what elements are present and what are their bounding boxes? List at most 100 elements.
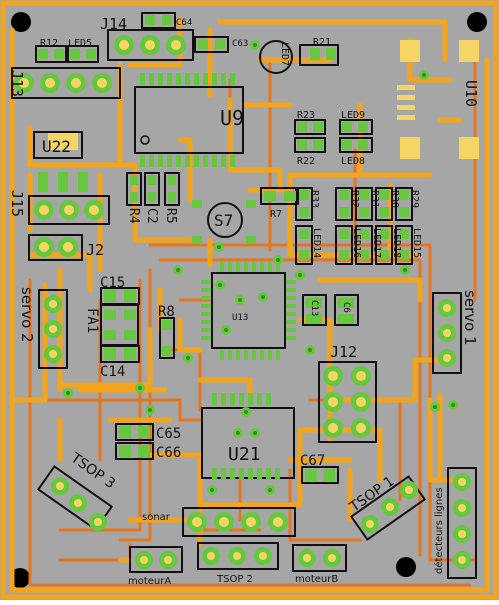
label-r31: R31	[369, 190, 380, 208]
vias	[63, 40, 458, 495]
label-c13: C13	[309, 300, 319, 316]
label-c2: C2	[144, 208, 159, 224]
label-r4: R4	[126, 208, 141, 224]
c65-outline	[115, 423, 154, 441]
label-r21: R21	[313, 37, 331, 48]
label-r12: R12	[40, 38, 58, 49]
c63-outline	[194, 36, 229, 53]
r29-outline	[395, 187, 413, 221]
label-r22: R22	[297, 156, 315, 167]
c67-outline	[301, 466, 339, 484]
label-c6: C6	[341, 302, 351, 313]
label-j13: J13	[8, 70, 26, 97]
led14-outline	[295, 225, 313, 265]
r12-outline	[35, 45, 67, 63]
label-r29: R29	[409, 190, 420, 208]
r4-outline	[126, 172, 142, 206]
label-moteurA: moteurA	[128, 576, 171, 587]
s7-outline	[207, 202, 243, 238]
label-servo1: servo 1	[461, 290, 479, 346]
tsop2-outline	[197, 542, 279, 570]
detecteurs-outline	[447, 467, 477, 579]
u13-outline	[211, 272, 286, 349]
label-fa1: FA1	[84, 308, 100, 333]
th-pads	[14, 35, 471, 569]
led5-outline	[67, 45, 99, 63]
label-led8: LED8	[341, 156, 365, 167]
label-c14: C14	[100, 364, 125, 380]
servo1-outline	[432, 292, 462, 374]
label-r23: R23	[297, 110, 315, 121]
r8-outline	[159, 317, 175, 359]
mount-hole-bottom-right	[396, 557, 416, 577]
moteurB-outline	[292, 544, 347, 572]
silk-labels: J14 C64 R12 LED5 C63 R21 LED7 J13 U9 U10…	[8, 15, 480, 469]
r30-outline	[375, 187, 393, 221]
r32-outline	[335, 187, 353, 221]
label-u9: U9	[220, 106, 244, 130]
copper-pours	[48, 40, 479, 159]
led17-outline	[355, 225, 373, 265]
label-led14: LED14	[311, 228, 322, 258]
label-led5: LED5	[68, 38, 92, 49]
label-r7: R7	[270, 209, 282, 220]
r33-outline	[295, 187, 313, 221]
led15-outline	[395, 225, 413, 265]
label-j12: J12	[330, 343, 357, 361]
led7-body	[259, 40, 293, 74]
label-led15: LED15	[411, 228, 422, 258]
r31-outline	[355, 187, 373, 221]
label-r30: R30	[389, 190, 400, 208]
led18-outline	[375, 225, 393, 265]
label-moteurB: moteurB	[295, 574, 338, 585]
label-led18: LED18	[391, 228, 402, 258]
j13-outline	[11, 67, 121, 99]
led9-outline	[339, 119, 373, 135]
c13-outline	[302, 294, 327, 326]
label-led7: LED7	[279, 42, 290, 66]
label-r8: R8	[158, 304, 175, 320]
c66-outline	[115, 442, 154, 460]
label-r32: R32	[349, 190, 360, 208]
r5-outline	[164, 172, 180, 206]
label-c65: C65	[156, 426, 181, 442]
label-c15: C15	[100, 275, 125, 291]
label-r5: R5	[163, 208, 178, 224]
label-u10: U10	[462, 80, 480, 107]
label-j15: J15	[8, 190, 26, 217]
j2-outline	[28, 234, 83, 261]
mounting-holes	[10, 12, 487, 588]
r23-outline	[294, 119, 326, 135]
led7-outline	[299, 44, 339, 66]
label-c63: C63	[232, 39, 248, 49]
j14-outline	[107, 29, 194, 61]
label-servo2: servo 2	[18, 287, 36, 343]
led16-outline	[335, 225, 353, 265]
led8-outline	[339, 137, 373, 153]
u9-outline	[134, 86, 244, 154]
silk-outlines	[11, 12, 477, 579]
label-c66: C66	[156, 445, 181, 461]
c6-outline	[334, 294, 359, 326]
r7-outline	[260, 187, 299, 205]
label-s7: S7	[214, 211, 233, 230]
u22-outline	[33, 131, 83, 159]
label-led9: LED9	[341, 110, 365, 121]
moteurA-outline	[129, 546, 183, 573]
fa1-outline	[100, 304, 139, 346]
ic-pads	[38, 15, 409, 481]
label-u13: U13	[232, 313, 248, 323]
c64-outline	[141, 12, 176, 29]
label-c67: C67	[300, 453, 325, 469]
u9-pin1-marker	[140, 135, 150, 145]
label-led16: LED16	[351, 228, 362, 258]
label-sonar: sonar	[142, 512, 171, 523]
label-r33: R33	[309, 190, 320, 208]
servo2-outline	[38, 289, 68, 369]
sonar-outline	[182, 507, 296, 537]
r22-outline	[294, 137, 326, 153]
mount-hole-top-right	[467, 12, 487, 32]
